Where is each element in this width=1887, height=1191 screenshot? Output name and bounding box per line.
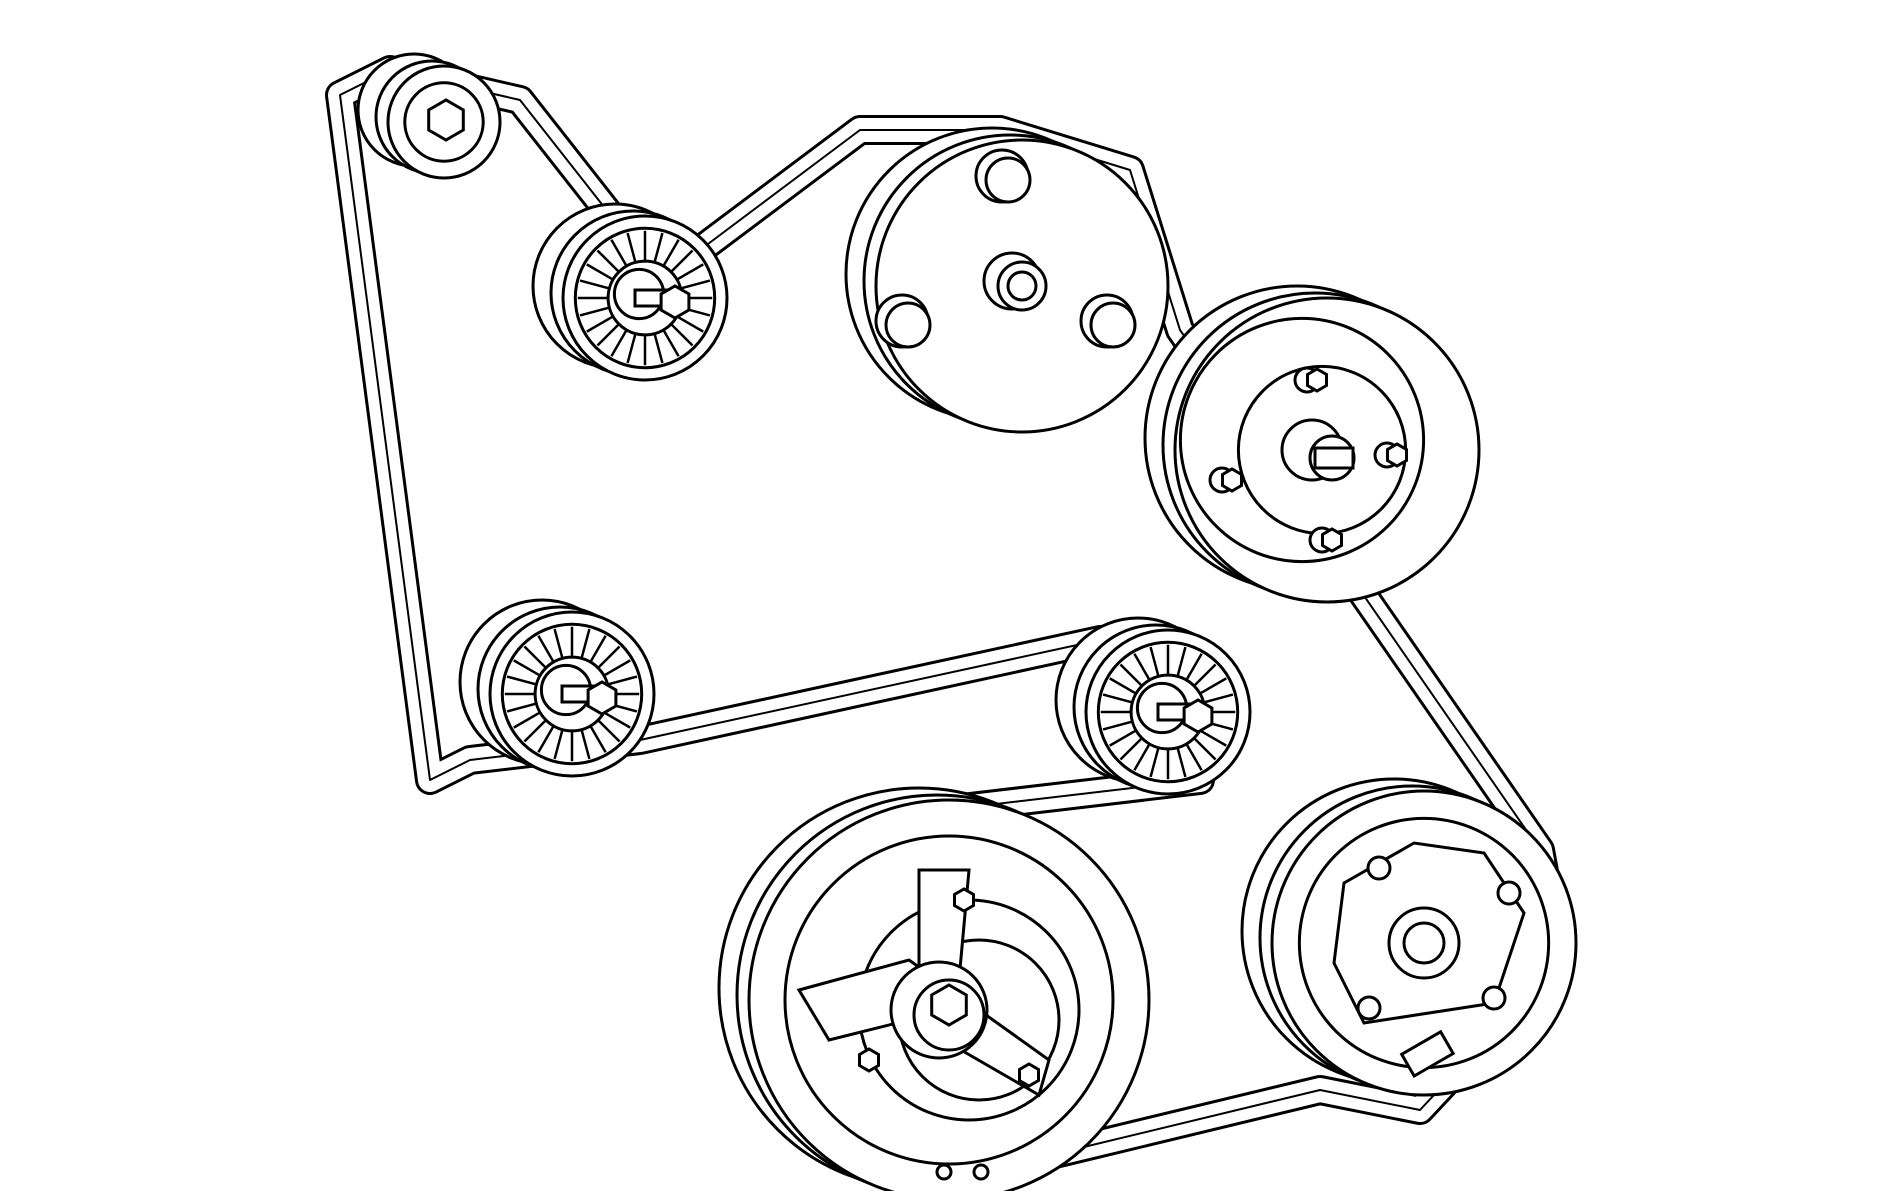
alternator-pulley (1143, 284, 1481, 604)
fin (603, 659, 631, 677)
left-finned-idler-pulley (458, 598, 656, 778)
fin (579, 306, 610, 317)
fin (1133, 743, 1151, 771)
fin (1109, 729, 1137, 747)
fin (596, 249, 620, 273)
fin (506, 702, 537, 713)
fin (553, 729, 564, 760)
bolt-hole (1481, 985, 1507, 1011)
hex-bolt-icon (858, 1047, 880, 1073)
shaft (1313, 446, 1355, 470)
fin (1119, 663, 1143, 687)
tube (1399, 1029, 1456, 1079)
fin (1185, 743, 1203, 771)
timing-mark (935, 1163, 953, 1181)
fin (579, 279, 610, 290)
fin (610, 329, 628, 357)
fin (580, 729, 591, 760)
fin (1149, 646, 1160, 677)
hex-bolt-icon (1321, 527, 1343, 553)
hex-bolt-icon (1018, 1062, 1040, 1088)
fin (1176, 646, 1187, 677)
hex-bolt-icon (1221, 467, 1243, 493)
fin (506, 675, 537, 686)
fin (676, 263, 704, 281)
fin (1193, 663, 1217, 687)
bolt-hole (1356, 995, 1382, 1021)
fin (676, 315, 704, 333)
fin (523, 645, 547, 669)
hex-bolt-icon (953, 887, 975, 913)
hex-bolt-icon (659, 284, 691, 320)
fin (586, 263, 614, 281)
fin (580, 628, 591, 659)
fin (670, 249, 694, 273)
hex-bolt-icon (1386, 442, 1408, 468)
fin (626, 232, 637, 263)
hole (1089, 301, 1137, 349)
hole (884, 301, 932, 349)
fin (610, 239, 628, 267)
top-idler-pulley (356, 52, 502, 180)
bolt-hole (1366, 855, 1392, 881)
fin (1203, 693, 1234, 704)
fin (1102, 720, 1133, 731)
hub-bore (1006, 270, 1038, 302)
fin (1102, 693, 1133, 704)
fin (662, 329, 680, 357)
hex-bolt-icon (1306, 367, 1328, 393)
fin (589, 635, 607, 663)
fin (680, 279, 711, 290)
hub-bore (1402, 921, 1446, 965)
fin (1109, 677, 1137, 695)
fin (1119, 737, 1143, 761)
fin (1133, 653, 1151, 681)
fin (553, 628, 564, 659)
fin (596, 323, 620, 347)
fin (1199, 677, 1227, 695)
fin (589, 725, 607, 753)
fin (1176, 747, 1187, 778)
hex-bolt-icon (586, 680, 618, 716)
timing-mark (972, 1163, 990, 1181)
right-finned-idler-pulley (1054, 616, 1252, 796)
fin (662, 239, 680, 267)
hex-bolt-icon (1182, 698, 1214, 734)
ac-compressor-pulley (1240, 777, 1578, 1097)
fin (597, 719, 621, 743)
fin (513, 711, 541, 729)
power-steering-pulley (844, 126, 1170, 434)
fin (597, 645, 621, 669)
hex-bolt-icon (930, 983, 968, 1027)
fin (513, 659, 541, 677)
fin (1199, 729, 1227, 747)
fin (607, 675, 638, 686)
upper-finned-idler-pulley (531, 202, 729, 382)
fin (537, 725, 555, 753)
fin (626, 333, 637, 364)
fin (670, 323, 694, 347)
crankshaft-pulley (717, 786, 1151, 1191)
bolt-hole (1496, 880, 1522, 906)
fin (1193, 737, 1217, 761)
fin (537, 635, 555, 663)
fin (603, 711, 631, 729)
fin (1185, 653, 1203, 681)
fin (586, 315, 614, 333)
fin (653, 333, 664, 364)
hole (984, 156, 1032, 204)
hex-bolt-icon (427, 98, 465, 142)
fin (523, 719, 547, 743)
fin (1149, 747, 1160, 778)
fin (653, 232, 664, 263)
